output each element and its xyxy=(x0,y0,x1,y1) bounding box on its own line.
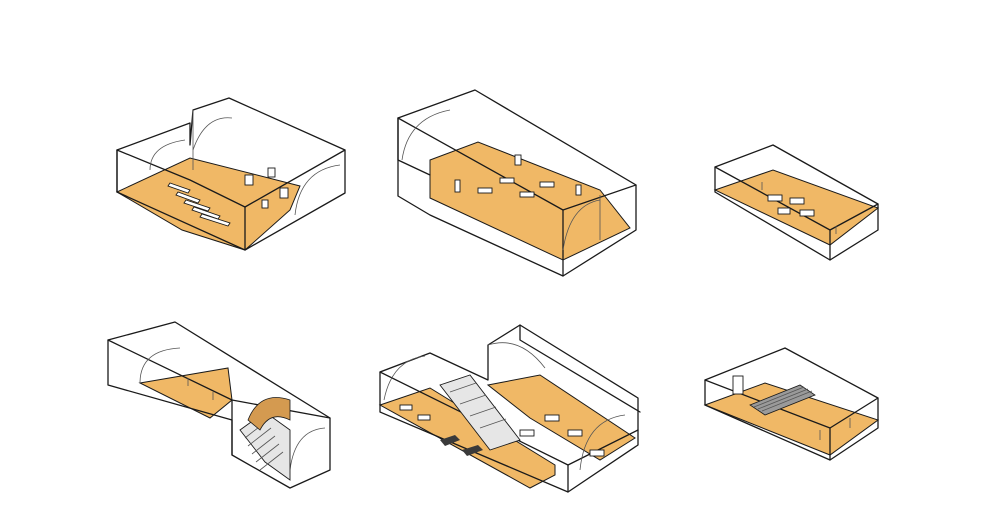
meeting-tables xyxy=(767,194,815,217)
module-6-outline xyxy=(704,347,879,461)
projection-screen xyxy=(732,375,744,395)
module-entrance-stair xyxy=(107,321,331,489)
seating-rows xyxy=(749,384,816,416)
module-5-floor xyxy=(378,387,556,489)
module-2-floor xyxy=(429,141,631,261)
display-stands xyxy=(244,167,289,209)
module-screening-room xyxy=(703,347,880,461)
module-2-outline xyxy=(397,89,637,277)
hall-tables xyxy=(399,404,605,457)
module-exhibition-tables xyxy=(115,97,346,251)
module-3-floor xyxy=(713,169,880,246)
module-3-outline xyxy=(714,144,879,261)
exhibition-table-row xyxy=(167,182,231,227)
dark-seating-blocks xyxy=(440,435,483,456)
module-4-outline xyxy=(107,321,331,489)
module-double-height-hall xyxy=(378,324,641,493)
module-1-outline xyxy=(116,97,346,251)
module-1-floor xyxy=(115,157,301,251)
module-workshop-stations xyxy=(397,89,637,277)
stair-flight xyxy=(239,397,291,481)
module-small-meeting-room xyxy=(713,144,880,261)
workshop-benches xyxy=(454,154,582,198)
central-ramp xyxy=(439,374,521,451)
module-5-upper-floor xyxy=(486,374,636,461)
